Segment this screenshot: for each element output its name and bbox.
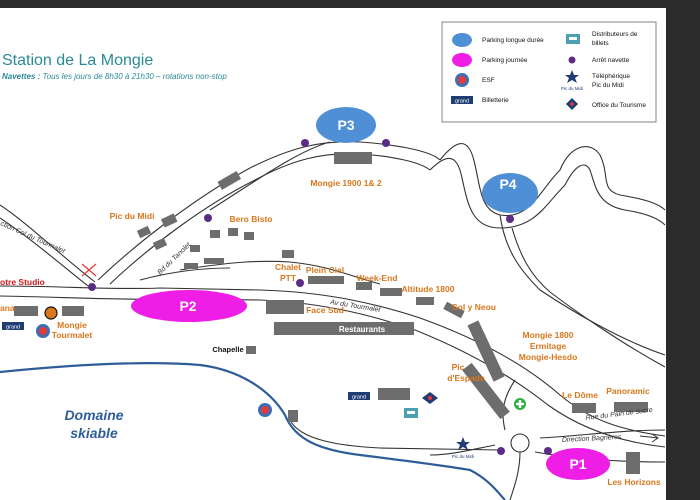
place-mongie-tourmalet: Mongie: [57, 320, 87, 330]
ski-domain-boundary: [0, 362, 506, 500]
parking-p2-label: P2: [179, 298, 196, 314]
road-closed-icon: [81, 263, 97, 277]
place-pic-espade: Pic: [452, 362, 465, 372]
legend-parking-day-icon: [452, 53, 472, 67]
place-votre-studio: otre Studio: [0, 277, 45, 287]
svg-text:Pic du Midi: Pic du Midi: [452, 454, 474, 459]
ticket-machine-icon: [404, 408, 418, 418]
place-ermitage: Ermitage: [530, 341, 567, 351]
legend-parking-day: Parking journée: [482, 57, 528, 64]
road-direction-bagneres: Direction Bagnères: [562, 434, 622, 444]
legend-parking-long: Parking longue durée: [482, 37, 544, 44]
legend-shuttle-stop: Arrêt navette: [592, 57, 630, 64]
studio-marker-icon[interactable]: [44, 306, 58, 320]
legend-parking-long-icon: [452, 33, 472, 47]
shuttle-stop-icon[interactable]: [301, 139, 309, 147]
svg-text:grand: grand: [6, 325, 20, 331]
pic-du-midi-logo-icon: Pic du Midi: [452, 437, 474, 459]
svg-text:grand: grand: [352, 395, 366, 401]
shuttle-stop-icon[interactable]: [497, 447, 505, 455]
parking-p1-label: P1: [569, 456, 586, 472]
esf-logo-icon: [36, 324, 50, 338]
legend-ticket-office: Billetterie: [482, 97, 509, 104]
buildings: [14, 152, 648, 474]
map-subtitle: Navettes : Tous les jours de 8h30 à 21h3…: [2, 72, 227, 81]
shuttle-stop-icon[interactable]: [204, 214, 212, 222]
place-plein-ciel: Plein Ciel: [306, 265, 344, 275]
place-mongie-hesdo: Mongie-Hesdo: [519, 352, 578, 362]
parking-p4-label: P4: [499, 176, 516, 192]
parking-p3-label: P3: [337, 117, 354, 133]
grand-logo-icon: grand: [348, 392, 370, 401]
place-chalet: Chalet: [275, 262, 301, 272]
arrow-right-icon: [639, 433, 659, 443]
shuttle-stop-icon[interactable]: [544, 447, 552, 455]
place-altitude-1800: Altitude 1800: [402, 284, 455, 294]
shuttle-stops: [88, 139, 552, 455]
subtitle-rest: Tous les jours de 8h30 à 21h30 – rotatio…: [42, 72, 227, 81]
place-les-horizons: Les Horizons: [607, 477, 661, 487]
place-labels: Mongie 1900 1& 2 Pic du Midi Bero Bisto …: [0, 178, 661, 487]
place-pic-du-midi: Pic du Midi: [110, 211, 155, 221]
tourist-office-icon: [422, 392, 438, 404]
place-le-dome: Le Dôme: [562, 390, 598, 400]
place-sol-y-neou: Sol y Neou: [452, 302, 496, 312]
place-ptt: PTT: [280, 273, 297, 283]
legend-esf: ESF: [482, 77, 495, 84]
place-face-sud: Face Sud: [306, 305, 344, 315]
place-chapelle: Chapelle: [212, 345, 243, 354]
legend-ticket-machines-2: billets: [592, 40, 609, 47]
shuttle-stop-icon[interactable]: [88, 283, 96, 291]
place-mongie-tourmalet-2: Tourmalet: [52, 330, 93, 340]
top-border: [0, 0, 700, 8]
legend-cable-car-icon: [565, 70, 579, 83]
place-ana: ana: [0, 303, 15, 313]
parking-p1[interactable]: [546, 448, 610, 480]
legend-ticket-machines: Distributeurs de: [592, 31, 638, 38]
legend-cable-car: Téléphérique: [592, 73, 630, 80]
shuttle-stop-icon[interactable]: [296, 279, 304, 287]
place-panoramic: Panoramic: [606, 386, 650, 396]
subtitle-lead: Navettes :: [2, 72, 41, 81]
parking-p3[interactable]: [316, 107, 376, 143]
legend-tourist-office: Office du Tourisme: [592, 102, 646, 109]
legend-ticket-office-icon: [451, 96, 473, 104]
place-mongie-1800: Mongie 1800: [522, 330, 573, 340]
svg-text:Pic du Midi: Pic du Midi: [561, 86, 583, 91]
right-border: [666, 0, 700, 500]
grand-logo-icon: grand: [2, 322, 24, 331]
legend-shuttle-stop-icon: [568, 56, 576, 64]
parking-p4[interactable]: [482, 173, 538, 213]
ski-domain-label-2: skiable: [70, 425, 118, 441]
road-col-tourmalet: ction Col du Tourmalet: [0, 220, 67, 255]
place-restaurants: Restaurants: [339, 325, 386, 334]
map-title: Station de La Mongie: [2, 52, 154, 69]
esf-logo-icon: [258, 403, 272, 417]
parking-p2[interactable]: [131, 290, 247, 322]
place-mongie-1900: Mongie 1900 1& 2: [310, 178, 382, 188]
place-week-end: Week-End: [357, 273, 398, 283]
ski-domain-label: Domaine: [64, 407, 123, 423]
legend-box: [441, 21, 657, 123]
shuttle-stop-icon[interactable]: [506, 215, 514, 223]
place-pic-espade-2: d'Espade: [447, 373, 485, 383]
shuttle-stop-icon[interactable]: [382, 139, 390, 147]
parking-areas: P3 P4 P2 P1: [131, 107, 610, 480]
legend: Parking longue durée Parking journée ESF…: [441, 21, 657, 123]
legend-cable-car-2: Pic du Midi: [592, 82, 624, 89]
svg-text:grand: grand: [455, 99, 469, 105]
road-network: [0, 141, 666, 500]
first-aid-icon: [514, 398, 526, 410]
place-bero-bisto: Bero Bisto: [230, 214, 273, 224]
